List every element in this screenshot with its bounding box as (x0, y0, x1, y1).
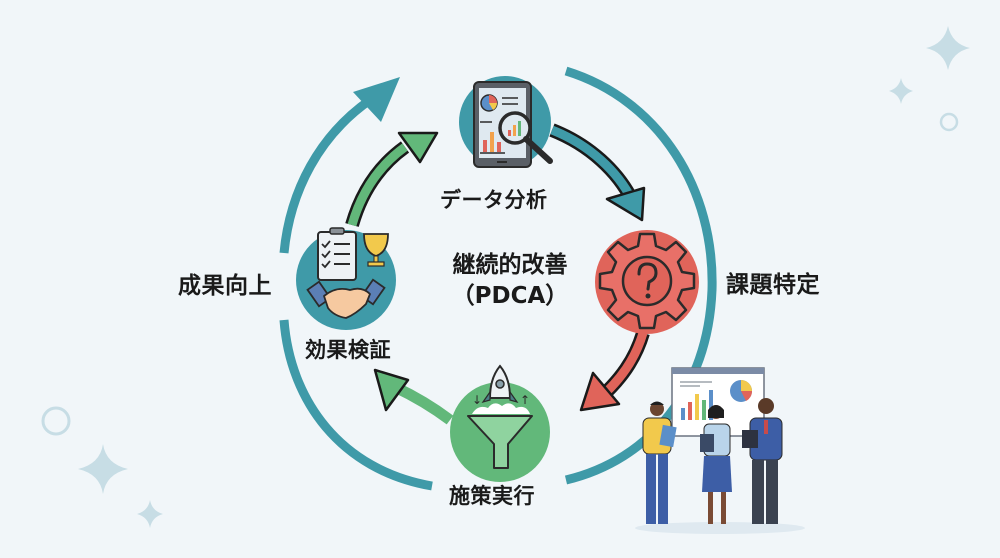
arrow-issue-to-execution (579, 330, 650, 412)
ring-icon (939, 112, 959, 132)
center-title: 継続的改善 （PDCA） (420, 250, 600, 312)
stage-label-execution: 施策実行 (449, 484, 535, 508)
sparkle-icon (889, 78, 913, 104)
outer-cycle-label: 成果向上 (178, 273, 272, 299)
center-title-line1: 継続的改善 (452, 252, 568, 278)
arrow-verification-to-analysis (345, 131, 439, 228)
ring-icon (41, 406, 71, 436)
outer-arrowhead (353, 77, 400, 122)
stage-node-issue (595, 230, 699, 334)
decorations (41, 26, 970, 528)
stage-node-execution: ↓ ↑ (450, 364, 550, 482)
arrow-analysis-to-issue (549, 123, 646, 222)
svg-text:↓: ↓ (472, 393, 482, 407)
stage-label-issue: 課題特定 (726, 272, 820, 298)
sparkle-icon (926, 26, 970, 70)
person-right (742, 398, 783, 524)
person-left (642, 401, 677, 524)
sparkle-icon (78, 444, 128, 494)
stage-node-analysis (459, 76, 553, 168)
stage-label-analysis: データ分析 (440, 188, 548, 212)
center-title-line2: （PDCA） (451, 283, 569, 309)
rocket-funnel-icon: ↓ ↑ (467, 364, 533, 469)
tablet-analytics-magnifier-icon (473, 81, 553, 168)
outer-cycle-arc-left (279, 96, 433, 491)
arrow-execution-to-verification (373, 368, 454, 425)
gear-question-icon (598, 232, 696, 330)
stage-node-verification (296, 227, 396, 330)
person-middle (700, 405, 732, 524)
sparkle-icon (137, 500, 163, 528)
team-presentation-illustration (635, 367, 805, 534)
stage-label-verification: 効果検証 (305, 338, 391, 362)
outer-cycle-arc-right (564, 66, 717, 485)
handshake-trophy-checklist-icon (306, 227, 389, 319)
svg-text:↑: ↑ (520, 393, 530, 407)
